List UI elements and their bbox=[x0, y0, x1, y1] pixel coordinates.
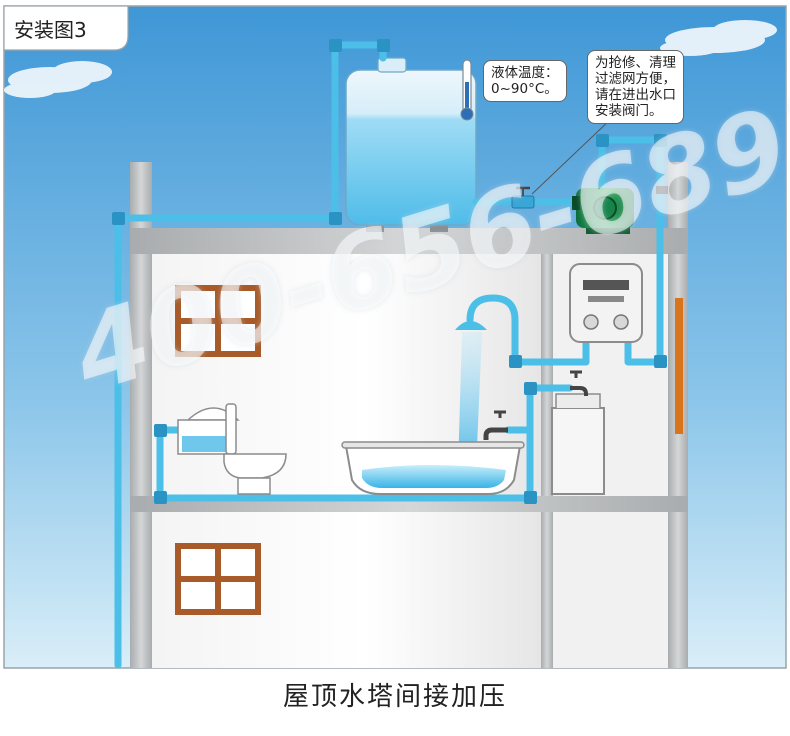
lower-window bbox=[175, 543, 261, 615]
water-stream bbox=[458, 332, 482, 470]
bathtub-icon bbox=[341, 441, 525, 495]
valve-icon bbox=[511, 186, 535, 209]
toilet-icon bbox=[177, 403, 287, 495]
upper-partition bbox=[541, 254, 553, 496]
sink-icon bbox=[551, 370, 605, 495]
upper-window bbox=[175, 285, 261, 357]
callout-pointer bbox=[531, 117, 613, 195]
badge-background bbox=[3, 5, 129, 51]
left-wall bbox=[130, 162, 152, 668]
pipe-shower bbox=[466, 294, 590, 366]
water-heater-icon bbox=[569, 263, 643, 343]
roof-pillar-left bbox=[130, 162, 152, 228]
drain-pipe bbox=[675, 298, 683, 434]
pipe-network bbox=[114, 41, 664, 669]
water-tank bbox=[345, 57, 477, 232]
lower-partition bbox=[541, 512, 553, 668]
valve-callout: 为抢修、清理 过滤网方便， 请在进出水口 安装阀门。 bbox=[587, 50, 684, 124]
cloud-left bbox=[4, 61, 112, 98]
thermometer-icon bbox=[460, 59, 474, 121]
pipe-pump-outlet bbox=[598, 136, 664, 366]
lower-side-room bbox=[553, 512, 668, 668]
booster-pump-icon bbox=[572, 188, 634, 234]
wall-bracket bbox=[656, 186, 668, 194]
bath-faucet-icon bbox=[483, 410, 508, 440]
shower-head-icon bbox=[455, 321, 487, 330]
diagram-caption: 屋顶水塔间接加压 bbox=[282, 682, 507, 712]
badge-label: 安装图3 bbox=[14, 18, 87, 42]
temperature-callout: 液体温度： 0~90°C。 bbox=[483, 60, 567, 102]
pipe-joints bbox=[112, 39, 667, 504]
pipe-heater-in bbox=[624, 336, 664, 366]
